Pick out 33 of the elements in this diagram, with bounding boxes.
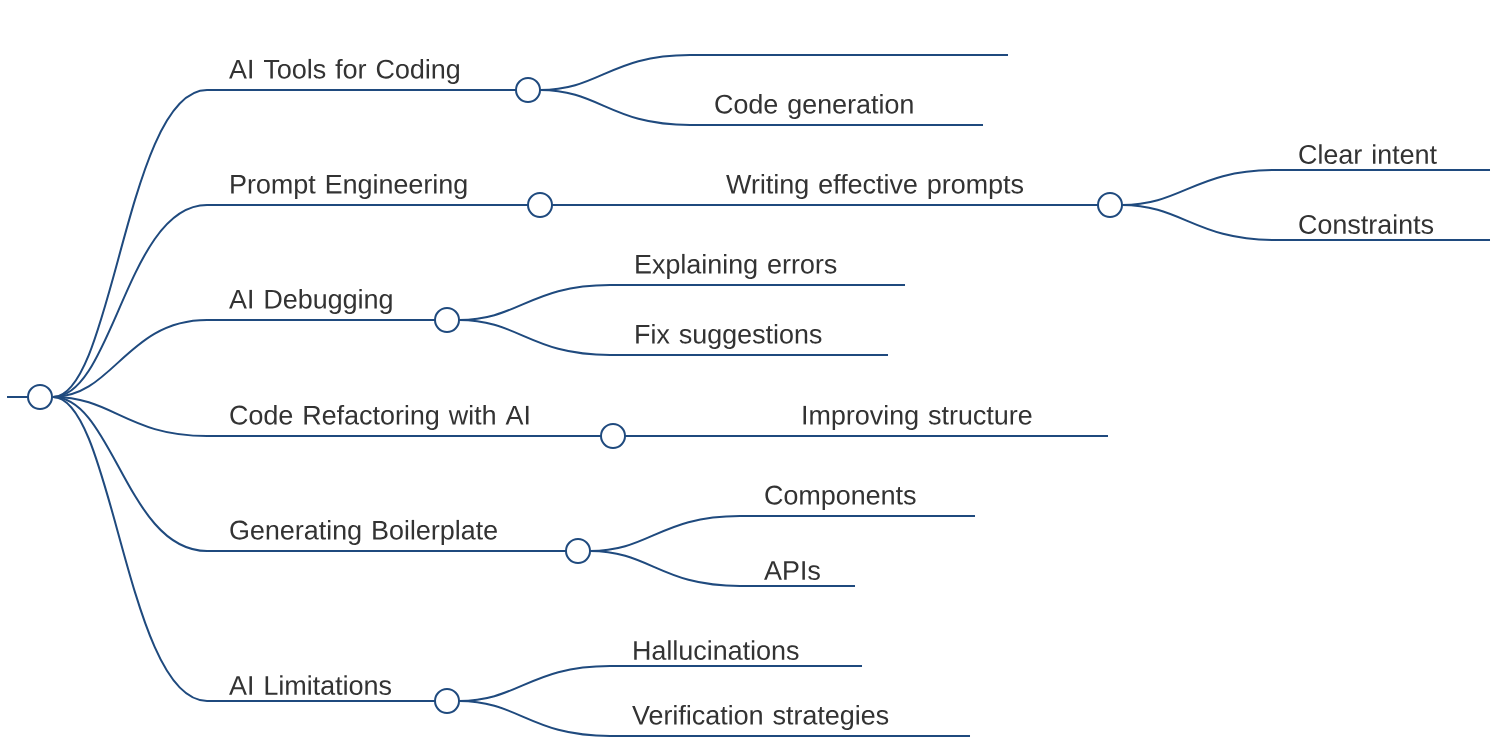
node-label: Writing effective prompts	[726, 173, 1024, 199]
branch-line	[551, 204, 701, 206]
branch-line	[624, 435, 781, 437]
branch-line	[539, 89, 691, 126]
branch-topic: APIs	[739, 561, 856, 587]
branch-line	[589, 550, 741, 587]
branch-topic: Fix suggestions	[609, 323, 889, 356]
branch-topic: Verification strategies	[609, 704, 971, 737]
node-label: AI Limitations	[229, 675, 391, 695]
branch-topic: Prompt Engineering	[206, 173, 553, 218]
node-label: Code Refactoring with AI	[230, 404, 529, 430]
branch-line	[1121, 204, 1276, 241]
branch-topic: Generating Boilerplate	[206, 519, 591, 564]
branch-line	[458, 700, 611, 737]
branch-topic: Clear intent	[1274, 144, 1491, 171]
branch-topic: Writing effective prompts	[699, 173, 1123, 218]
branch-topic: Components	[739, 485, 976, 517]
branch-topic: Hallucinations	[609, 640, 863, 667]
branch-line	[458, 319, 611, 356]
branch-topic: Code generation	[689, 93, 984, 126]
branch-line	[52, 396, 208, 702]
root-circle	[6, 384, 53, 410]
node-label: AI Tools for Coding	[229, 58, 459, 84]
branch-topic: AI Debugging	[206, 288, 460, 333]
branch-topic: AI Limitations	[206, 675, 460, 714]
branch-topic: Explaining errors	[609, 253, 906, 286]
branch-topic: Constraints	[1274, 214, 1491, 241]
branch-topic: Code Refactoring with AI	[206, 404, 626, 449]
node-label: Generating Boilerplate	[230, 519, 497, 545]
branch-topic: AI Tools for Coding	[206, 58, 541, 103]
node-label: AI Debugging	[229, 288, 392, 314]
branch-topic: Improving structure	[779, 404, 1109, 437]
node-label: Prompt Engineering	[231, 173, 467, 199]
